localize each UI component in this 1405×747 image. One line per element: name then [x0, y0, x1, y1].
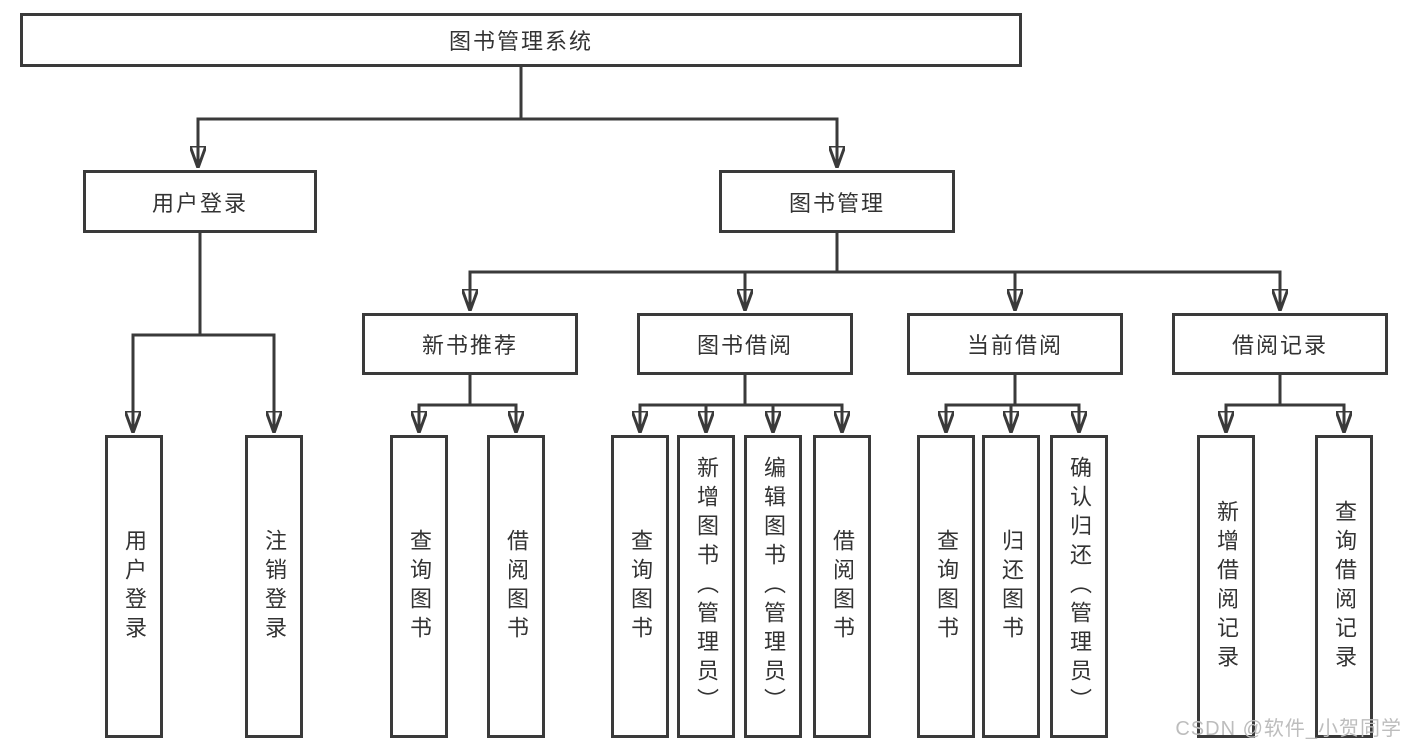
- node-label: 新增图书（管理员）: [694, 456, 719, 717]
- node-label: 新书推荐: [421, 333, 518, 358]
- node-label: 图书管理: [788, 190, 885, 216]
- node-label: 归还图书: [999, 528, 1024, 645]
- node-label: 确认归还（管理员）: [1067, 456, 1092, 717]
- node-label: 新增借阅记录: [1214, 499, 1239, 674]
- node-label: 查询借阅记录: [1332, 499, 1357, 674]
- node-current-borrow: 当前借阅: [907, 313, 1123, 375]
- node-new-book-recommend: 新书推荐: [362, 313, 578, 375]
- node-label: 图书借阅: [696, 333, 793, 358]
- node-label: 查询图书: [628, 528, 653, 645]
- leaf-query-books-borrow: 查询图书: [611, 435, 669, 738]
- node-borrow-records: 借阅记录: [1172, 313, 1388, 375]
- node-book-management: 图书管理: [719, 170, 955, 233]
- leaf-return-books: 归还图书: [982, 435, 1040, 738]
- node-label: 借阅图书: [830, 528, 855, 645]
- leaf-query-borrow-record: 查询借阅记录: [1315, 435, 1373, 738]
- node-user-login: 用户登录: [83, 170, 317, 233]
- leaf-borrow-books-recommend: 借阅图书: [487, 435, 545, 738]
- node-label: 查询图书: [934, 528, 959, 645]
- node-book-management-system: 图书管理系统: [20, 13, 1022, 67]
- leaf-add-borrow-record: 新增借阅记录: [1197, 435, 1255, 738]
- node-label: 注销登录: [262, 528, 287, 645]
- node-label: 借阅图书: [504, 528, 529, 645]
- leaf-query-books-recommend: 查询图书: [390, 435, 448, 738]
- leaf-edit-books-admin: 编辑图书（管理员）: [744, 435, 802, 738]
- leaf-user-login: 用户登录: [105, 435, 163, 738]
- leaf-query-books-current: 查询图书: [917, 435, 975, 738]
- node-label: 编辑图书（管理员）: [761, 456, 786, 717]
- csdn-watermark: CSDN @软件_小贺同学: [1175, 718, 1402, 740]
- node-label: 用户登录: [151, 190, 248, 216]
- node-book-borrow: 图书借阅: [637, 313, 853, 375]
- node-label: 当前借阅: [966, 333, 1063, 358]
- leaf-confirm-return-admin: 确认归还（管理员）: [1050, 435, 1108, 738]
- leaf-borrow-books: 借阅图书: [813, 435, 871, 738]
- node-label: 用户登录: [122, 528, 147, 645]
- node-label: 图书管理系统: [448, 29, 593, 54]
- leaf-add-books-admin: 新增图书（管理员）: [677, 435, 735, 738]
- node-label: 借阅记录: [1231, 333, 1328, 358]
- node-label: 查询图书: [407, 528, 432, 645]
- leaf-logout-login: 注销登录: [245, 435, 303, 738]
